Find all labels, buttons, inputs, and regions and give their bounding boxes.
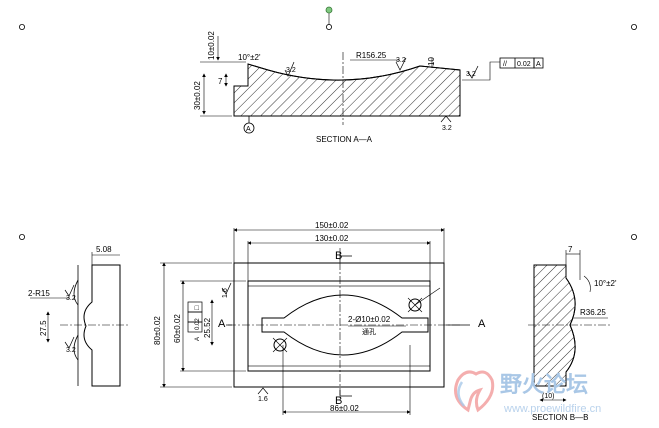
dim-80: 80±0.02 — [153, 316, 162, 345]
section-bb-view — [528, 250, 610, 402]
dim-86: 86±0.02 — [330, 404, 359, 413]
dim-16-bottom: 1.6 — [258, 396, 268, 403]
datum-a-label: A — [246, 126, 251, 133]
left-view-labels: 5.08 2-R15 27.5 3.2 3.2 — [28, 245, 112, 354]
selection-handles[interactable] — [18, 23, 638, 240]
bb-dim-7: 7 — [568, 245, 573, 254]
section-aa-labels: 10±0.02 30±0.02 7 10°±2' 3.2 R156.25 3.2… — [193, 31, 541, 144]
handle-mid-right[interactable] — [631, 233, 638, 240]
dim-150: 150±0.02 — [315, 221, 349, 230]
left-dim-275: 27.5 — [39, 320, 48, 336]
dim-height-top: 10±0.02 — [207, 31, 216, 60]
plan-view-labels: 150±0.02 130±0.02 B B A A 80±0.02 60±0.0… — [153, 221, 486, 413]
roughness-label-2: 3.2 — [396, 57, 406, 64]
left-view-body — [83, 264, 121, 387]
section-a-right: A — [478, 318, 486, 330]
handle-top-right[interactable] — [631, 23, 638, 30]
dim-10: 10 — [427, 57, 436, 66]
tol-value: 0.02 — [195, 318, 201, 330]
holes-note: 通孔 — [362, 327, 376, 336]
left-roughness-2: 3.2 — [66, 347, 76, 354]
plan-view — [160, 228, 470, 415]
tol-symbol: □ — [194, 305, 201, 310]
watermark-flame-icon — [454, 370, 495, 413]
section-bb-title: SECTION B—B — [532, 413, 588, 422]
dim-60: 60±0.02 — [173, 314, 182, 343]
rotate-handle[interactable] — [325, 6, 333, 14]
holes-label: 2-Ø10±0.02 — [348, 315, 391, 324]
angle-label: 10°±2' — [238, 53, 261, 62]
bb-radius: R36.25 — [580, 308, 606, 317]
left-radius: 2-R15 — [28, 289, 50, 298]
hole-2 — [273, 338, 287, 352]
handle-top-left[interactable] — [18, 23, 25, 30]
section-b-top: B — [335, 250, 342, 262]
section-aa-outline — [233, 63, 461, 117]
roughness-label-4: 3.2 — [442, 125, 452, 132]
dim-7: 7 — [218, 77, 223, 86]
roughness-label-1: 3.2 — [286, 67, 296, 74]
watermark-logo: 野火论坛 www.proewildfire.cn — [448, 360, 654, 422]
dim-height-total: 30±0.02 — [193, 81, 202, 110]
left-roughness-1: 3.2 — [66, 295, 76, 302]
left-dim-width: 5.08 — [96, 245, 112, 254]
radius-label: R156.25 — [356, 51, 387, 60]
section-aa-body — [233, 63, 461, 117]
left-side-view — [30, 252, 130, 387]
watermark-url: www.proewildfire.cn — [503, 403, 601, 415]
section-aa-view — [200, 36, 544, 134]
plan-cavity — [261, 294, 429, 356]
flatness-symbol: // — [503, 61, 507, 68]
dim-16-top: 1.6 — [222, 288, 229, 298]
bb-dim-10: (10) — [542, 393, 554, 400]
watermark-text: 野火论坛 — [500, 372, 588, 397]
dim-130: 130±0.02 — [315, 234, 349, 243]
section-b-bottom: B — [335, 395, 342, 407]
section-aa-title: SECTION A—A — [316, 135, 373, 144]
section-a-left: A — [218, 318, 226, 330]
hole-1 — [408, 298, 422, 312]
section-bb-labels: 7 10°±2' R36.25 (10) SECTION B—B — [532, 245, 617, 422]
flatness-value: 0.02 — [517, 61, 531, 68]
tol-datum: A — [195, 337, 201, 341]
bb-angle: 10°±2' — [594, 279, 617, 288]
roughness-label-3: 3.2 — [466, 71, 476, 78]
handle-mid-left[interactable] — [18, 233, 25, 240]
handle-top-mid[interactable] — [325, 23, 332, 30]
dim-2552: 25.52 — [203, 317, 212, 338]
flatness-datum: A — [536, 61, 541, 68]
